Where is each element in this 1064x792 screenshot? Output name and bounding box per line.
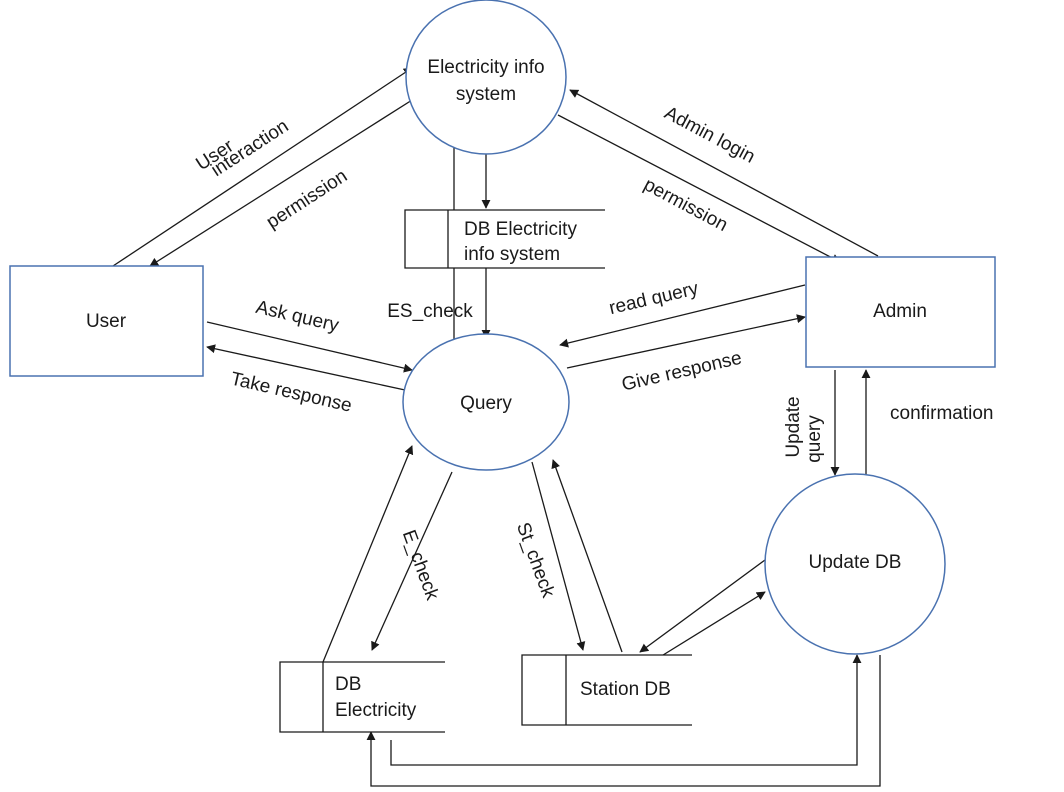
flow-admin-login-arrow — [569, 89, 879, 257]
flow-label-es-check: ES_check — [387, 301, 473, 322]
flow-label-ask-query: Ask query — [254, 297, 342, 337]
flow-user-interaction-arrow — [112, 67, 413, 267]
flow-label-permission-admin: permission — [640, 174, 731, 236]
flow-label-admin-login: Admin login — [661, 103, 759, 168]
process-label: Query — [460, 393, 512, 414]
flow-station-to-query-arrow — [551, 459, 623, 653]
flow-ask-query-arrow — [206, 321, 413, 373]
flow-label-update-query-line1: Update — [783, 396, 804, 457]
flow-label-read-query: read query — [607, 278, 701, 319]
flow-label-update-query-line2: query — [804, 415, 825, 463]
connectors — [112, 67, 881, 787]
process-label-line2: system — [456, 84, 516, 105]
entity-user: User — [9, 265, 204, 377]
process-query: Query — [402, 333, 570, 471]
flow-e-check-arrow — [371, 471, 453, 651]
entity-box — [805, 256, 996, 368]
flow-station-to-update-arrow — [654, 591, 766, 661]
flow-label-permission-user: permission — [263, 166, 351, 234]
store-outline — [279, 661, 445, 733]
flow-st-check-arrow — [531, 461, 586, 651]
process-circle — [764, 473, 946, 655]
flow-label-give-response: Give response — [620, 348, 744, 396]
entity-label: Admin — [873, 301, 927, 322]
store-background — [522, 655, 692, 725]
flow-update-to-db-electricity-arrow — [366, 655, 881, 787]
flow-label-take-response: Take response — [229, 369, 354, 417]
flow-update-to-station-arrow — [639, 559, 766, 653]
flow-give-response-arrow — [566, 314, 806, 369]
process-label: Update DB — [809, 552, 902, 573]
store-label: Station DB — [580, 679, 671, 700]
store-background — [280, 662, 445, 732]
flow-permission-to-user-arrow — [149, 94, 421, 267]
store-label-line1: DB Electricity — [464, 219, 577, 240]
entity-label: User — [86, 311, 127, 332]
store-label-line2: info system — [464, 244, 560, 265]
store-outline — [521, 654, 692, 726]
process-label-line1: Electricity info — [427, 57, 544, 78]
store-db-electricity: DB Electricity — [279, 661, 445, 733]
process-update-db: Update DB — [764, 473, 946, 655]
store-db-electricity-info-system: DB Electricity info system — [404, 209, 605, 269]
store-label-line1: DB — [335, 674, 361, 695]
store-outline — [404, 209, 605, 269]
flow-take-response-arrow — [206, 344, 406, 391]
process-circle — [405, 0, 567, 155]
flow-label-e-check: E_check — [398, 527, 443, 603]
process-circle — [402, 333, 570, 471]
store-station-db: Station DB — [521, 654, 692, 726]
flow-db-electricity-to-update-arrow — [390, 654, 862, 766]
flow-permission-to-admin-arrow — [557, 114, 841, 263]
process-electricity-info-system: Electricity info system — [405, 0, 567, 155]
store-background — [405, 210, 605, 268]
flow-db-electricity-to-query-arrow — [322, 445, 414, 663]
entity-box — [9, 265, 204, 377]
entity-admin: Admin — [805, 256, 996, 368]
flow-label-confirmation: confirmation — [890, 403, 994, 424]
store-label-line2: Electricity — [335, 700, 417, 721]
flow-read-query-arrow — [559, 284, 806, 348]
